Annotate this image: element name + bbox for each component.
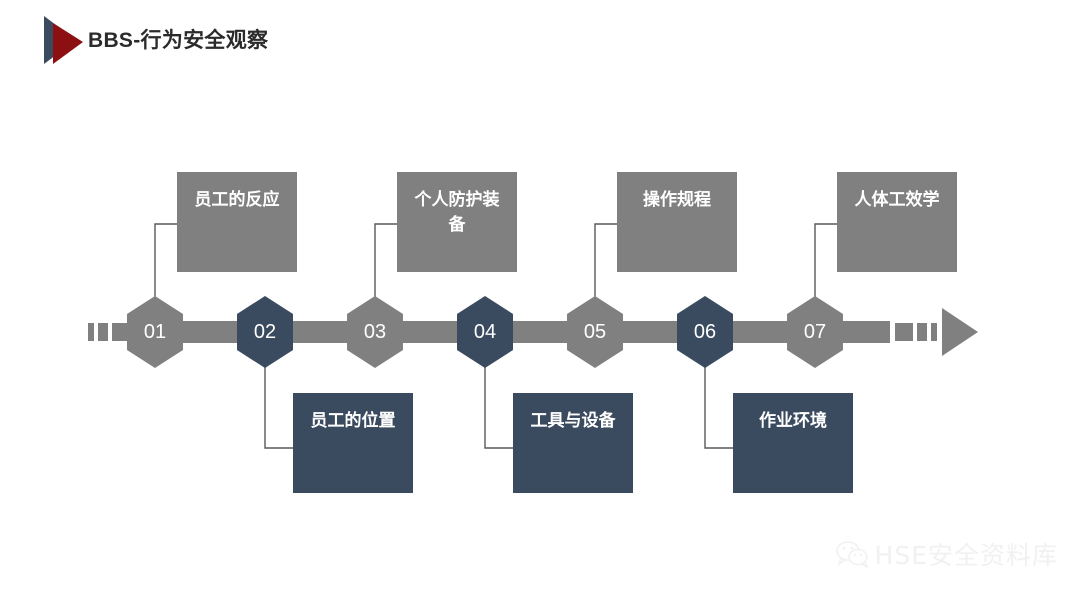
watermark-text: HSE安全资料库 bbox=[874, 541, 1058, 570]
hexagon-label-step-04: 04 bbox=[473, 321, 497, 343]
node-card-step-05[interactable]: 操作规程 bbox=[617, 172, 737, 272]
hexagon-label-step-02: 02 bbox=[253, 321, 277, 343]
hexagon-label-step-05: 05 bbox=[583, 321, 607, 343]
timeline-left-dashes bbox=[88, 323, 130, 341]
node-card-step-03[interactable]: 个人防护装备 bbox=[397, 172, 517, 272]
wechat-icon bbox=[835, 540, 869, 568]
page-header: BBS-行为安全观察 bbox=[0, 0, 1080, 84]
hexagon-label-step-07: 07 bbox=[803, 321, 827, 343]
node-card-step-07[interactable]: 人体工效学 bbox=[837, 172, 957, 272]
node-card-step-02[interactable]: 员工的位置 bbox=[293, 393, 413, 493]
hexagon-label-step-03: 03 bbox=[363, 321, 387, 343]
node-card-step-06[interactable]: 作业环境 bbox=[733, 393, 853, 493]
node-card-step-01[interactable]: 员工的反应 bbox=[177, 172, 297, 272]
play-triangle-logo-icon bbox=[42, 14, 88, 66]
node-card-step-04[interactable]: 工具与设备 bbox=[513, 393, 633, 493]
timeline-right-arrow bbox=[895, 308, 978, 356]
page-title: BBS-行为安全观察 bbox=[88, 29, 269, 52]
hexagon-label-step-01: 01 bbox=[143, 321, 167, 343]
hexagon-label-step-06: 06 bbox=[693, 321, 717, 343]
watermark: HSE安全资料库 bbox=[835, 536, 1058, 572]
